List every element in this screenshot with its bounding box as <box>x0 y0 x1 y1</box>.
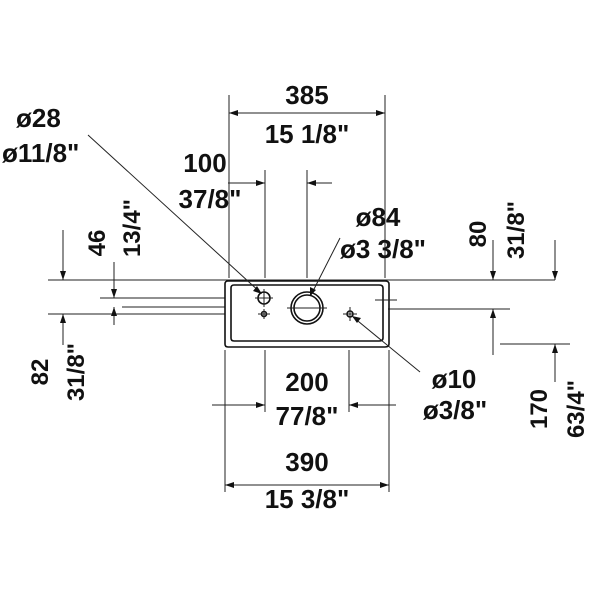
dim-82-mm: 82 <box>27 359 54 386</box>
dim-100-mm: 100 <box>183 148 226 178</box>
dim-200-mm: 200 <box>285 367 328 397</box>
dim-82-inch: 31/8" <box>63 343 90 401</box>
dim-line-100 <box>228 180 332 186</box>
dim-390-mm: 390 <box>285 447 328 477</box>
dim-46-inch: 13/4" <box>119 199 146 257</box>
dim-side-hole-inch: ø3/8" <box>423 395 487 425</box>
dim-line-200 <box>212 402 396 408</box>
dim-385-mm: 385 <box>285 80 328 110</box>
small-hole-lower <box>258 309 270 319</box>
small-hole <box>255 289 273 307</box>
dim-large-hole-mm: ø84 <box>356 202 401 232</box>
dim-170-inch: 63/4" <box>563 380 590 438</box>
dim-line-80 <box>490 240 496 355</box>
dim-200-inch: 77/8" <box>276 401 339 431</box>
dim-170-mm: 170 <box>526 389 553 429</box>
leader-small-hole <box>87 134 262 294</box>
dim-46-mm: 46 <box>84 230 111 257</box>
dim-large-hole-inch: ø3 3/8" <box>340 234 426 264</box>
dim-line-82 <box>60 314 66 345</box>
dim-80-inch: 31/8" <box>503 201 530 259</box>
large-hole <box>287 291 327 325</box>
leader-large-hole <box>310 237 341 296</box>
tank-outline <box>224 280 390 348</box>
dim-line-390 <box>225 482 389 488</box>
dim-80-mm: 80 <box>465 221 492 248</box>
dim-line-170 <box>552 240 558 382</box>
dim-small-hole-mm: ø28 <box>16 103 61 133</box>
dim-side-hole-mm: ø10 <box>432 364 477 394</box>
dim-385-inch: 15 1/8" <box>265 119 350 149</box>
dim-line-46 <box>60 230 117 325</box>
dim-small-hole-inch: ø11/8" <box>2 138 79 168</box>
dim-100-inch: 37/8" <box>179 184 242 214</box>
dim-390-inch: 15 3/8" <box>265 484 350 514</box>
side-hole <box>343 307 357 321</box>
dim-line-385 <box>229 110 385 116</box>
leader-side-hole <box>352 316 421 373</box>
